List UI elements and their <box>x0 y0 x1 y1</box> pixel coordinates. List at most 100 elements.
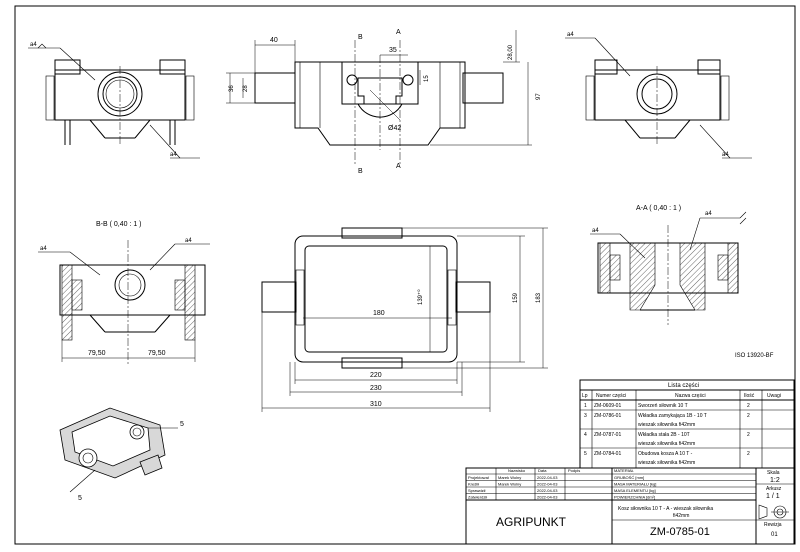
scale-value: 1:2 <box>770 477 780 484</box>
table-row: 5 ZM-0784-01 Obudowa kosza A 10 T - wies… <box>584 451 750 466</box>
svg-text:wieszak siłownika fi42mm: wieszak siłownika fi42mm <box>638 422 695 428</box>
parts-list-header: Ilość <box>744 393 755 399</box>
dim-220: 220 <box>370 372 382 379</box>
dim-230: 230 <box>370 385 382 392</box>
dim-79-50: 79,50 <box>148 350 166 357</box>
svg-text:2022-04-03: 2022-04-03 <box>537 488 558 493</box>
svg-text:2: 2 <box>747 413 750 419</box>
svg-text:1: 1 <box>584 403 587 409</box>
parts-list-header: Uwagi <box>767 393 781 399</box>
dim-d42: Ø42 <box>388 125 401 132</box>
dim-159: 159 <box>513 292 519 303</box>
dim-139: 139⁺⁰ <box>417 289 424 305</box>
dim-310: 310 <box>370 401 382 408</box>
weld-label: a4 <box>185 238 192 244</box>
svg-text:Sworzeń siłownik 10 T: Sworzeń siłownik 10 T <box>638 403 688 409</box>
main-plan-view: 180 139⁺⁰ 159 183 220 230 310 <box>261 227 548 412</box>
section-bb-title: B-B ( 0,40 : 1 ) <box>96 221 142 228</box>
svg-text:MATERIAŁ: MATERIAŁ <box>614 468 634 473</box>
isometric-view: 5 5 <box>59 407 184 502</box>
svg-text:POWIERZCHNIA [dm²]: POWIERZCHNIA [dm²] <box>614 495 655 500</box>
sheet-border <box>14 5 796 545</box>
dim-15: 15 <box>424 75 430 82</box>
top-right-view: a4 a4 <box>565 32 752 159</box>
svg-text:Wkładka stała 2B - 10T: Wkładka stała 2B - 10T <box>638 432 690 438</box>
svg-text:ZM-0609-01: ZM-0609-01 <box>594 403 621 409</box>
svg-text:Marek Wolny: Marek Wolny <box>498 475 521 480</box>
svg-text:2: 2 <box>747 432 750 438</box>
section-bb-view: B-B ( 0,40 : 1 ) 79,50 79,50 a4 a4 <box>38 221 210 365</box>
table-row: 4 ZM-0787-01 Wkładka stała 2B - 10T wies… <box>584 432 750 447</box>
dim-28-00: 28,00 <box>508 44 514 60</box>
sheet-label: Arkusz <box>766 486 782 492</box>
weld-label: a4 <box>592 228 599 234</box>
dim-79-50: 79,50 <box>88 350 106 357</box>
dim-40: 40 <box>270 37 278 44</box>
dim-183: 183 <box>536 292 542 303</box>
svg-text:5: 5 <box>584 451 587 457</box>
svg-text:Podpis: Podpis <box>568 468 580 473</box>
svg-text:ZM-0784-01: ZM-0784-01 <box>594 451 621 457</box>
svg-text:GRUBOŚĆ [mm]: GRUBOŚĆ [mm] <box>614 475 644 480</box>
top-center-view: Ø42 B B A A 40 35 15 28,00 97 36 28 <box>226 29 542 175</box>
projection-symbol-icon <box>758 504 789 520</box>
parts-list-header: Lp <box>582 393 588 399</box>
drawing-name-line2: fi42mm <box>673 513 689 519</box>
iso-note: ISO 13920-BF <box>735 353 774 359</box>
section-aa-title: A-A ( 0,40 : 1 ) <box>636 205 681 212</box>
weld-label: a4 <box>40 246 47 252</box>
balloon-5: 5 <box>78 495 82 502</box>
dim-35: 35 <box>389 47 397 54</box>
balloon-5: 5 <box>180 421 184 428</box>
svg-text:Projektował: Projektował <box>468 475 489 480</box>
svg-text:Zatwierdził: Zatwierdził <box>468 495 487 500</box>
svg-text:Obudowa kosza A 10 T -: Obudowa kosza A 10 T - <box>638 451 693 457</box>
weld-label: a4 <box>30 42 37 48</box>
section-mark-a: A <box>396 163 401 170</box>
drawing-name-line1: Kosz siłownika 10 T - A - wieszak siłown… <box>618 506 713 512</box>
title-block: Nazwisko Data Podpis Projektował Kreślił… <box>465 467 795 545</box>
top-left-view: a4 a4 <box>28 42 200 159</box>
section-mark-b: B <box>358 168 363 175</box>
svg-text:4: 4 <box>584 432 587 438</box>
table-row: 3 ZM-0786-01 Wkładka zamykająca 1B - 10 … <box>584 413 750 428</box>
parts-list-header: Nazwa części <box>675 393 706 399</box>
scale-label: Skala <box>767 470 780 476</box>
section-mark-a: A <box>396 29 401 36</box>
weld-label: a4 <box>170 152 177 158</box>
svg-text:wieszak siłownika fi42mm: wieszak siłownika fi42mm <box>638 441 695 447</box>
drawing-number: ZM-0785-01 <box>650 526 710 538</box>
section-mark-b: B <box>358 34 363 41</box>
weld-label: a4 <box>705 211 712 217</box>
parts-list-header: Numer części <box>596 393 626 399</box>
svg-text:Marek Wolny: Marek Wolny <box>498 482 521 487</box>
svg-text:2: 2 <box>747 451 750 457</box>
sheet-value: 1 / 1 <box>766 493 780 500</box>
parts-list-title: Lista części <box>668 383 699 389</box>
revision-value: 01 <box>771 532 778 538</box>
svg-text:2022-04-03: 2022-04-03 <box>537 482 558 487</box>
svg-text:Nazwisko: Nazwisko <box>508 468 526 473</box>
weld-label: a4 <box>722 152 729 158</box>
dim-36: 36 <box>229 85 235 92</box>
dim-97: 97 <box>536 93 542 100</box>
svg-text:2022-04-03: 2022-04-03 <box>537 475 558 480</box>
svg-text:2022-04-03: 2022-04-03 <box>537 495 558 500</box>
svg-text:ZM-0786-01: ZM-0786-01 <box>594 413 621 419</box>
svg-text:Wkładka zamykająca 1B - 10 T: Wkładka zamykająca 1B - 10 T <box>638 413 707 419</box>
svg-text:Sprawdził: Sprawdził <box>468 488 485 493</box>
svg-text:3: 3 <box>584 413 587 419</box>
svg-text:MASA MATERIAŁU [kg]: MASA MATERIAŁU [kg] <box>614 482 656 487</box>
weld-label: a4 <box>567 32 574 38</box>
company-name: AGRIPUNKT <box>496 515 567 529</box>
svg-text:Kreślił: Kreślił <box>468 482 479 487</box>
parts-list: Lista części Lp Numer części Nazwa częśc… <box>579 379 795 469</box>
svg-text:MASA ELEMENTU [kg]: MASA ELEMENTU [kg] <box>614 488 656 493</box>
svg-text:ZM-0787-01: ZM-0787-01 <box>594 432 621 438</box>
revision-label: Rewizja <box>764 522 782 528</box>
dim-180: 180 <box>373 310 385 317</box>
table-row: 1 ZM-0609-01 Sworzeń siłownik 10 T 2 <box>584 403 750 409</box>
svg-text:Data: Data <box>538 468 547 473</box>
